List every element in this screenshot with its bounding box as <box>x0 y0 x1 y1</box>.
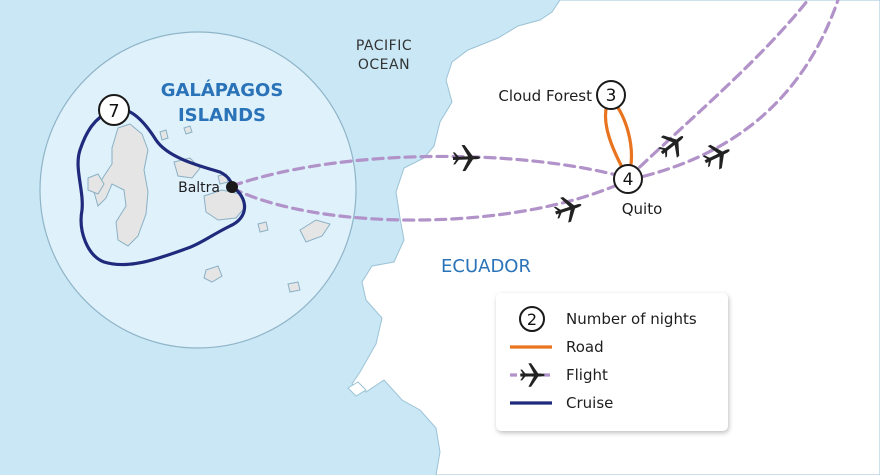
baltra-marker-dot <box>226 181 238 193</box>
legend-nights-example: 2 <box>527 310 537 329</box>
pinta-island <box>159 129 169 141</box>
cruise-line-swatch <box>510 401 552 405</box>
cloud-forest-nights-badge: 3 <box>596 80 626 110</box>
flight-route-quito-ne1 <box>626 0 810 180</box>
flight-route-quito-ne2 <box>626 0 840 182</box>
night-count-badge: 2 <box>519 306 545 332</box>
quito-nights-count: 4 <box>623 170 634 190</box>
legend-label-flight: Flight <box>566 366 608 384</box>
espanola-island <box>287 281 301 293</box>
santa-cruz-island <box>203 189 247 221</box>
legend-row-nights: 2 Number of nights <box>496 305 728 333</box>
mainland <box>351 0 880 475</box>
galapagos-islands <box>87 123 331 293</box>
legend-row-cruise: Cruise <box>496 389 728 417</box>
coastal-island <box>347 381 367 397</box>
cruise-route <box>76 107 247 267</box>
fernandina-island <box>87 173 105 195</box>
marchena-island <box>183 125 193 135</box>
legend-label-road: Road <box>566 338 604 356</box>
floreana-island <box>203 265 223 283</box>
san-cristobal-island <box>299 219 331 243</box>
flight-route-baltra-quito-north <box>230 154 630 188</box>
road-line-swatch <box>510 345 552 349</box>
galapagos-nights-badge: 7 <box>98 94 130 126</box>
quito-label: Quito <box>622 200 663 218</box>
flight-routes <box>230 0 840 222</box>
country-label: ECUADOR <box>441 256 531 277</box>
legend-label-cruise: Cruise <box>566 394 614 412</box>
cloud-forest-nights-count: 3 <box>606 86 617 106</box>
islands-label-line1: GALÁPAGOS <box>161 79 284 101</box>
flight-line-swatch <box>510 363 552 387</box>
map-legend: 2 Number of nights Road Flight Cruise <box>496 293 728 431</box>
cloud-forest-label: Cloud Forest <box>498 87 592 105</box>
baltra-label: Baltra <box>178 180 220 196</box>
ocean-label-line2: OCEAN <box>358 57 410 73</box>
quito-nights-badge: 4 <box>613 164 643 194</box>
ocean-label-line1: PACIFIC <box>356 38 412 54</box>
legend-row-flight: Flight <box>496 361 728 389</box>
islands-label-line2: ISLANDS <box>178 105 266 126</box>
santa-fe-island <box>257 221 269 233</box>
airplane-icon <box>520 363 545 387</box>
flight-route-baltra-quito-south <box>230 178 630 222</box>
galapagos-nights-count: 7 <box>108 101 119 122</box>
legend-label-nights: Number of nights <box>566 310 697 328</box>
legend-row-road: Road <box>496 333 728 361</box>
